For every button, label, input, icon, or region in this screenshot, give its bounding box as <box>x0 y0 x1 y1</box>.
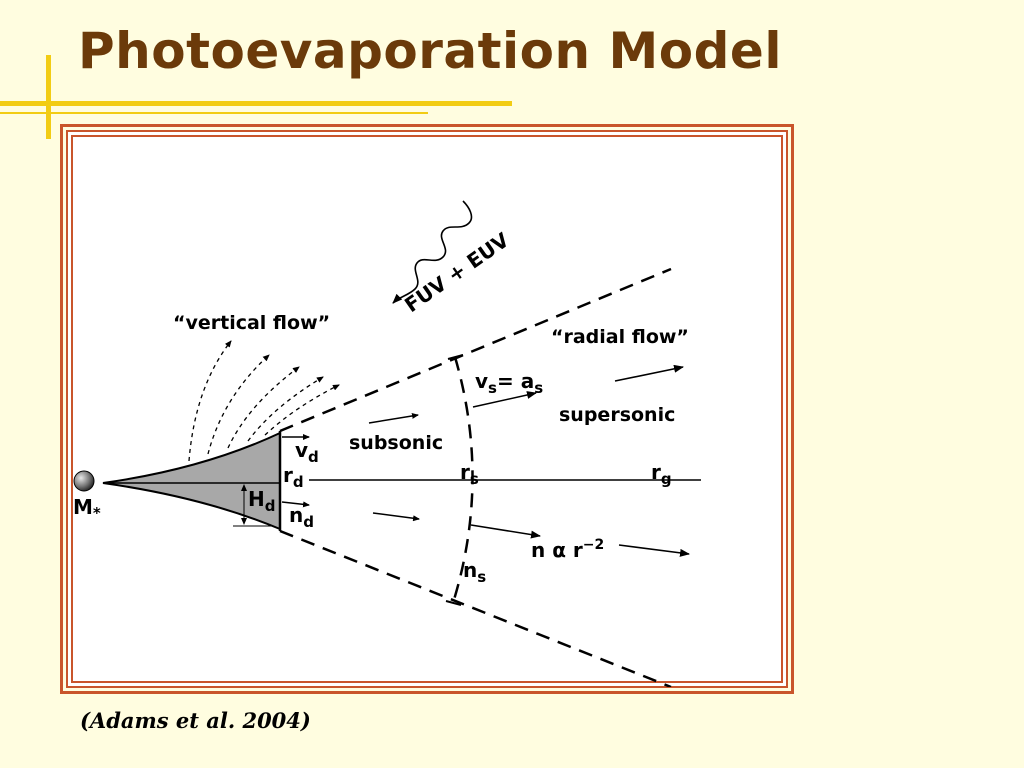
flow-arrow-subsonic-upper <box>368 413 419 424</box>
rs-label: rs <box>460 460 479 488</box>
sonic-tick-bottom <box>445 600 462 606</box>
decorative-vertical-bar <box>46 55 51 139</box>
flow-arrow-supersonic-upper <box>614 364 684 382</box>
citation: (Adams et al. 2004) <box>80 708 311 733</box>
upper-flow-boundary <box>279 267 672 433</box>
flow-arrow-subsonic-lower <box>372 512 420 522</box>
sonic-tick-top <box>447 354 464 360</box>
rd-label: rd <box>283 463 304 491</box>
hd-label: Hd <box>248 487 276 515</box>
flow-arrow-vs <box>472 391 537 408</box>
figure-canvas: FUV + EUV “vertical flow” “radial flow” … <box>71 135 783 687</box>
fuv-euv-label: FUV + EUV <box>400 227 514 317</box>
vertical-flow-label: “vertical flow” <box>173 312 330 334</box>
lower-flow-boundary <box>279 529 672 687</box>
rg-label: rg <box>651 460 672 488</box>
slide-title: Photoevaporation Model <box>78 22 782 80</box>
supersonic-label: supersonic <box>559 404 675 426</box>
flow-arrow-ns <box>470 524 541 539</box>
vs-equals-as-label: vs= as <box>475 369 543 397</box>
figure-frame: FUV + EUV “vertical flow” “radial flow” … <box>60 124 794 694</box>
star-mass-label: M* <box>73 495 101 522</box>
vd-label: vd <box>295 438 319 466</box>
disk-wedge <box>102 431 281 531</box>
radial-flow-label: “radial flow” <box>551 326 689 348</box>
flow-arrow-nd <box>281 501 310 508</box>
vertical-flow-arrow <box>207 354 270 455</box>
subsonic-label: subsonic <box>349 432 443 454</box>
photoevaporation-diagram: FUV + EUV “vertical flow” “radial flow” … <box>73 200 701 687</box>
sonic-point-boundary <box>451 356 474 604</box>
star-icon <box>73 470 95 492</box>
vertical-flow-arrow <box>247 376 324 442</box>
figure-border: FUV + EUV “vertical flow” “radial flow” … <box>66 130 788 688</box>
vertical-flow-arrow <box>188 340 232 462</box>
decorative-horizontal-bar <box>0 101 512 106</box>
nd-label: nd <box>289 503 314 531</box>
vertical-flow-arrow <box>227 366 300 449</box>
vertical-flow-arrow <box>264 384 340 436</box>
ns-label: ns <box>463 558 486 586</box>
decorative-horizontal-line <box>0 112 428 114</box>
flow-arrow-supersonic-lower <box>618 544 690 557</box>
density-law-label: n α r−2 <box>531 537 604 562</box>
radiation-wave <box>392 200 473 304</box>
